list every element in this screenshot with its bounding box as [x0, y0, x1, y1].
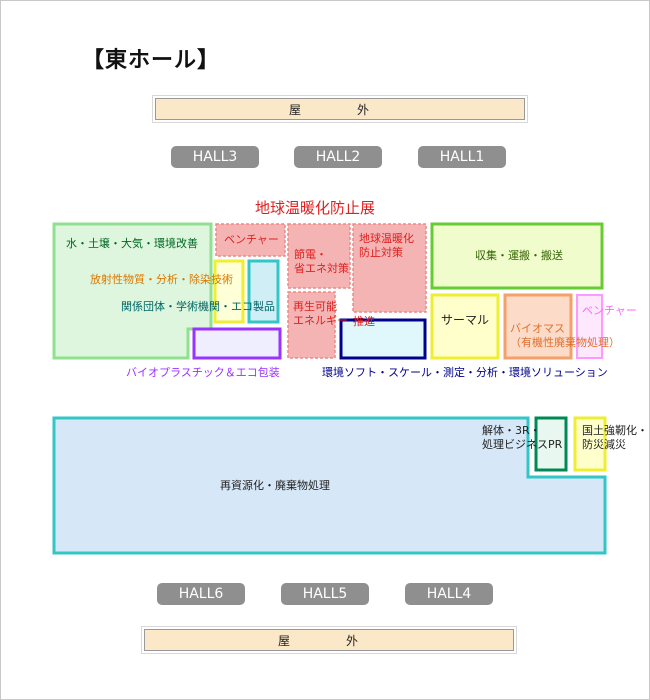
venture-right-zone [576, 294, 603, 359]
hall2-label: HALL2 [294, 146, 382, 168]
hall5-label: HALL5 [281, 583, 369, 605]
setsuden-label: 節電・ 省エネ対策 [294, 248, 349, 275]
ondanka-zone [352, 223, 427, 313]
venture-right-label: ベンチャー [582, 304, 637, 317]
collect-label: 収集・運搬・搬送 [475, 249, 563, 262]
kankei-label: 関係団体・学術機関・エコ製品 [121, 300, 275, 313]
outside-bottom-bar: 屋 外 [141, 626, 517, 654]
biomass-label: バイオマス （有機性廃棄物処理） [510, 322, 620, 349]
thermal-label: サーマル [441, 313, 490, 327]
soft-label: 環境ソフト・スケール・測定・分析・環境ソリューション [322, 366, 608, 379]
hall1-label: HALL1 [418, 146, 506, 168]
water-soil-zone [52, 222, 213, 360]
global-warming-header: 地球温暖化防止展 [255, 199, 376, 217]
radiation-zone [213, 259, 245, 324]
biomass-zone [503, 293, 573, 360]
hall6-label: HALL6 [157, 583, 245, 605]
soft-zone [339, 318, 427, 360]
bioplastic-zone [192, 327, 282, 360]
thermal-zone [430, 293, 500, 360]
radiation-label: 放射性物質・分析・除染技術 [90, 273, 233, 286]
ondanka-label: 地球温暖化 防止対策 [359, 232, 414, 259]
kaitai-label: 解体・3R・ 処理ビジネスPR [482, 424, 563, 451]
recycle-label: 再資源化・廃棄物処理 [220, 479, 330, 492]
bioplastic-label: バイオプラスチック＆エコ包装 [126, 366, 280, 379]
collect-zone [430, 222, 604, 290]
kokudo-zone [573, 416, 607, 472]
venture-left-zone [215, 223, 286, 257]
water-soil-label: 水・土壌・大気・環境改善 [66, 237, 198, 250]
kankei-zone [247, 259, 280, 324]
outside-top-bar: 屋 外 [152, 95, 528, 123]
recycle-zone [52, 416, 607, 555]
page-title: 【東ホール】 [82, 48, 221, 73]
hall4-label: HALL4 [405, 583, 493, 605]
kaitai-zone [534, 416, 568, 472]
saisei-label: 再生可能 エネルギー [293, 300, 348, 327]
saisei-zone [287, 291, 336, 359]
suishin-label: 推進 [353, 315, 375, 328]
venture-left-label: ベンチャー [224, 233, 279, 246]
setsuden-zone [287, 223, 351, 289]
hall3-label: HALL3 [171, 146, 259, 168]
kokudo-label: 国土強靭化・ 防災減災 [582, 424, 648, 451]
